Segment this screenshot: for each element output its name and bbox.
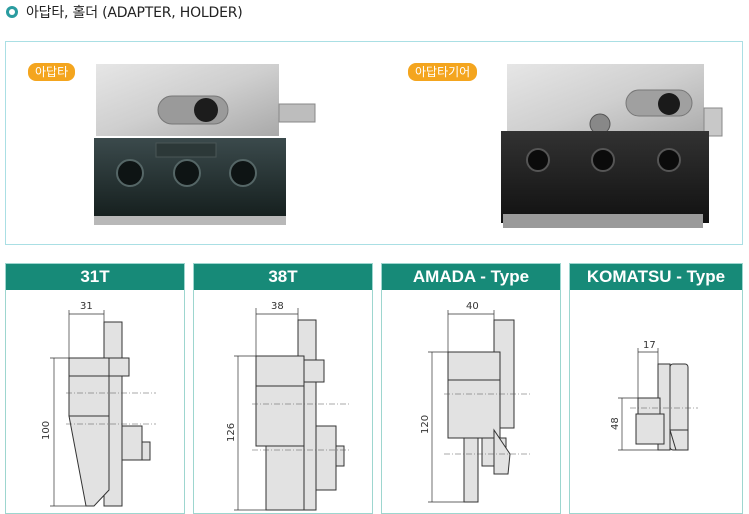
adapter-photo [94,64,723,228]
height-dim: 126 [226,423,237,442]
type-card-38t: 38T 38 126 [193,263,373,514]
section-header: 아답타, 홀더 (ADAPTER, HOLDER) [6,3,243,21]
height-dim: 48 [610,417,621,430]
adapter-gear-tag: 아답타기어 [408,63,478,81]
section-title: 아답타, 홀더 (ADAPTER, HOLDER) [26,5,243,21]
drawing-31t: 31 100 [41,301,156,507]
type-card-amada: AMADA - Type 40 120 [381,263,561,514]
drawing-38t: 38 126 [226,301,349,511]
type-card-title: 38T [194,264,372,290]
height-dim: 100 [41,421,52,440]
type-card-title: 31T [6,264,184,290]
width-dim: 17 [643,340,656,351]
width-dim: 38 [271,301,284,312]
width-dim: 40 [466,301,479,312]
type-card-title: AMADA - Type [382,264,560,290]
photo-panel: 아답타 아답타기어 [5,41,743,245]
type-card-komatsu: KOMATSU - Type 17 48 [569,263,743,514]
drawing-komatsu: 17 48 [610,340,698,451]
drawing-amada: 40 120 [420,301,532,503]
type-card-title: KOMATSU - Type [570,264,742,290]
bullet-icon [6,6,18,18]
height-dim: 120 [420,415,431,434]
width-dim: 31 [80,301,93,312]
type-card-31t: 31T 31 100 [5,263,185,514]
adapter-tag: 아답타 [28,63,76,81]
